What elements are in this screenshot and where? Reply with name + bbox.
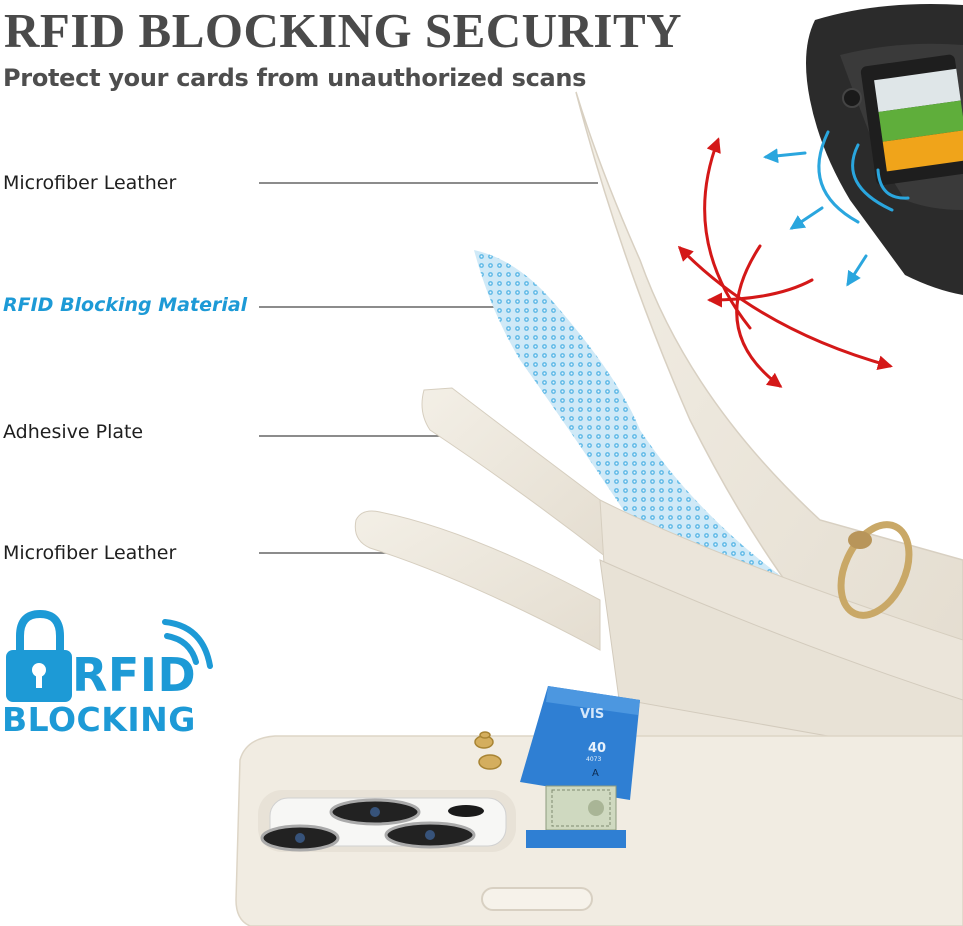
card-number-text: 40 bbox=[588, 741, 606, 756]
badge-blocking-text: BLOCKING bbox=[2, 700, 196, 739]
card-number-small-text: 4073 bbox=[586, 756, 601, 763]
padlock-with-signal-waves-icon bbox=[6, 609, 213, 702]
credit-card: VIS 40 4073 A bbox=[520, 686, 640, 800]
layer-label-adhesive-plate: Adhesive Plate bbox=[3, 421, 144, 443]
page-title: RFID BLOCKING SECURITY bbox=[4, 3, 683, 58]
side-button bbox=[481, 887, 593, 911]
ring-holder bbox=[837, 521, 913, 619]
blocked-signal bbox=[677, 137, 893, 388]
leader-lines bbox=[259, 182, 598, 554]
adhesive-plate-layer bbox=[421, 387, 611, 562]
card-brand-text: VIS bbox=[580, 707, 604, 722]
page-subtitle: Protect your cards from unauthorized sca… bbox=[3, 64, 587, 92]
layer-label-microfiber-leather-bottom: Microfiber Leather bbox=[3, 542, 177, 564]
lanyard-studs bbox=[474, 731, 502, 770]
rfid-blocking-mesh-layer bbox=[474, 250, 963, 710]
cash-bills bbox=[526, 785, 626, 848]
card-initial-text: A bbox=[592, 768, 599, 779]
badge-rfid-text: RFID bbox=[72, 648, 197, 702]
camera-module bbox=[258, 790, 516, 852]
microfiber-leather-front-layer bbox=[354, 510, 601, 651]
layer-label-microfiber-leather-top: Microfiber Leather bbox=[3, 172, 177, 194]
layer-label-rfid-blocking-material: RFID Blocking Material bbox=[3, 294, 248, 316]
card-reader-terminal bbox=[806, 4, 963, 295]
